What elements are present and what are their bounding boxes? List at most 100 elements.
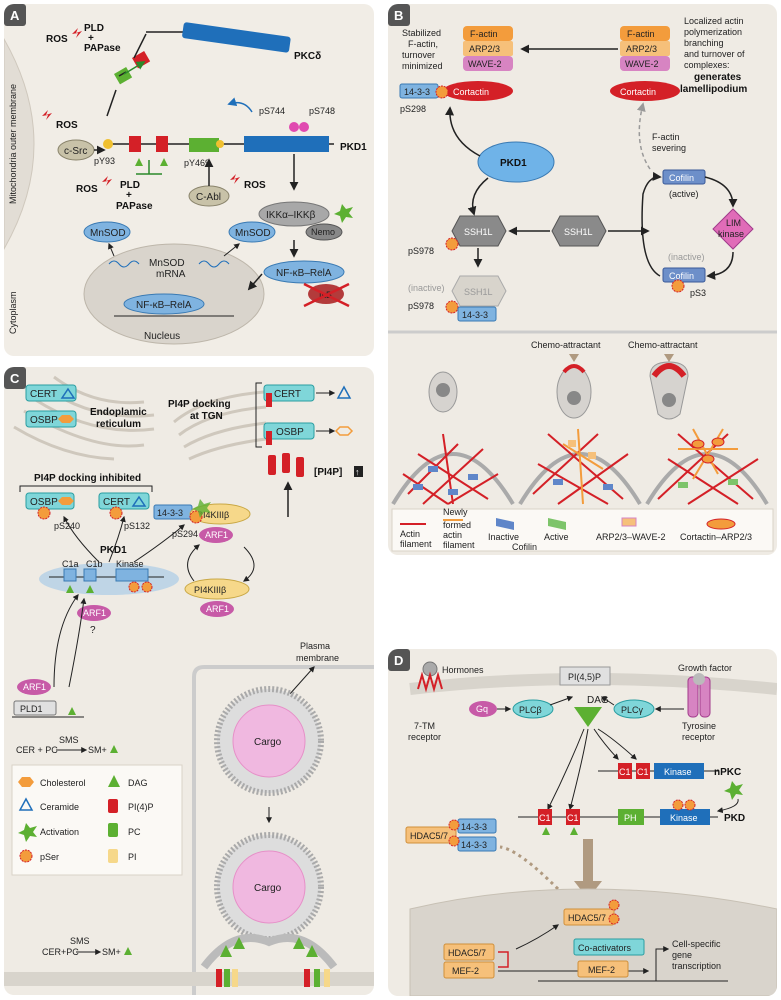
active-label: (active) [669,189,699,199]
legend-pser: pSer [40,852,59,862]
pi4k-label-2: PI4KIIIβ [194,585,226,595]
lamellipodium-label: lamellipodium [680,84,747,95]
pld-label-2: PLD [120,180,140,191]
c-src-label: c-Src [64,146,87,157]
growth-factor-label: Growth factor [678,663,732,673]
legend-cortarp: Cortactin–ARP2/3 [680,532,752,542]
npkc-c1-label-1: C1 [619,767,631,777]
mnsod-label-1: MnSOD [90,228,126,239]
c1a-label: C1a [62,559,79,569]
panel-letter: B [394,8,403,23]
npkc-c1-label-2: C1 [637,767,649,777]
cargo-1 [232,704,306,778]
tyrosine-label-2: receptor [682,732,715,742]
7tm-receptor-icon [417,671,443,693]
pi4k-label-1: PI4KIIIβ [197,510,229,520]
papase-label: PAPase [84,43,121,54]
nfkb-cytoplasm [263,260,345,284]
severing-label-1: F-actin [652,132,680,142]
hormones-label: Hormones [442,665,484,675]
py93-label: pY93 [94,156,115,166]
kinase-label: kinase [718,229,744,239]
cargo-label-1: Cargo [254,737,282,748]
osbp-label-1: OSBP [30,415,58,426]
hdac-label-2: HDAC5/7 [568,913,606,923]
arf1-label-b: ARF1 [206,604,229,614]
factin-label-2: F-actin [627,29,655,39]
arf1-label-c: ARF1 [83,608,106,618]
papase-label-2: PAPase [116,201,153,212]
panel-d: D Hormones 7-TM receptor Gq PLCβ PI(4,5)… [388,649,777,996]
stabilized-label-1: Stabilized [402,28,441,38]
ikk-label: IKKα–IKKβ [266,210,316,221]
pkcd-c2-domain [114,67,133,85]
pi4k-node-2 [184,578,250,600]
legend-arpwave: ARP2/3–WAVE-2 [596,532,666,542]
lim-label: LIM [726,218,741,228]
legend-pi: PI [128,852,137,862]
legend-inactive-icon [496,518,514,530]
severing-label-2: severing [652,143,686,153]
pkd1-node [477,141,555,183]
arf1-label-a: ARF1 [205,530,228,540]
pkd-c1-label-1: C1 [539,813,551,823]
osbp-label-3: OSBP [30,497,58,508]
cofilin-label-1: Cofilin [669,173,694,183]
dag-icon [574,707,602,727]
ps748-label: pS748 [309,106,335,116]
cert-label-3: CERT [103,497,130,508]
cell-3 [649,361,689,420]
factin-box-2 [620,26,670,41]
legend-actin-2: filament [400,539,432,549]
mito-label: Mitochondria outer membrane [8,84,18,204]
npkc-label: nPKC [714,767,741,778]
cytoplasm-label: Cytoplasm [8,291,18,334]
cerpc-label-2: CER+PC [42,947,79,957]
d-1433-label-1: 14-3-3 [461,822,487,832]
smplus-label-1: SM+ [88,745,107,755]
ssh1l-node-1 [451,215,507,247]
pkd-ph-label: PH [624,813,637,823]
panel-a: A Mitochondria outer membrane Cytoplasm … [4,4,374,356]
legend-actin-1: Actin [400,529,420,539]
ros-bolt-icon-2 [42,110,52,120]
kinase-label: Kinase [116,559,144,569]
chemo-label-1: Chemo-attractant [531,340,601,350]
sms-label-2: SMS [70,936,90,946]
inactive-label-1: (inactive) [408,283,445,293]
ps978-label-1: pS978 [408,246,434,256]
generates-label: generates [694,72,742,83]
nucleus-label: Nucleus [144,331,180,342]
legend-active-icon [548,518,566,530]
pkd1-membrane-patch [39,563,179,595]
c-1433-label: 14-3-3 [157,508,183,518]
cortactin-label-1: Cortactin [453,87,489,97]
legend-c [11,764,183,876]
npkc-kinase-label: Kinase [664,767,692,777]
mnsod-mrna-label-1: MnSOD [149,258,185,269]
ros-label-3: ROS [76,184,98,195]
cargo-2 [232,850,306,924]
pi4p-label: [PI4P] [314,467,342,478]
osbp-label-2: OSBP [276,427,304,438]
actin-network-1 [391,433,515,506]
panel-letter-bg [4,4,26,26]
ssh1l-label-1: SSH1L [464,227,493,237]
ps978-label-2: pS978 [408,301,434,311]
tyrosine-receptor-icon [687,673,711,718]
7tm-label-1: 7-TM [414,721,435,731]
pkd-kinase-label: Kinase [670,813,698,823]
smplus-label-2: SM+ [102,947,121,957]
cerpc-label-1: CER + PC [16,745,58,755]
ps298-label: pS298 [400,104,426,114]
panel-letter: C [10,371,20,386]
py93-phospho [103,139,113,149]
cortactin-node-2 [610,81,680,101]
b-1433-label-2: 14-3-3 [462,310,488,320]
cortactin-label-2: Cortactin [620,87,656,97]
nfkb-nuclear [123,293,205,315]
mef-label-2: MEF-2 [588,965,615,975]
localized-label-1: Localized actin [684,16,744,26]
localized-label-4: and turnover of [684,49,745,59]
nfkb-cytoplasm-label: NF-κB–RelA [276,268,332,279]
